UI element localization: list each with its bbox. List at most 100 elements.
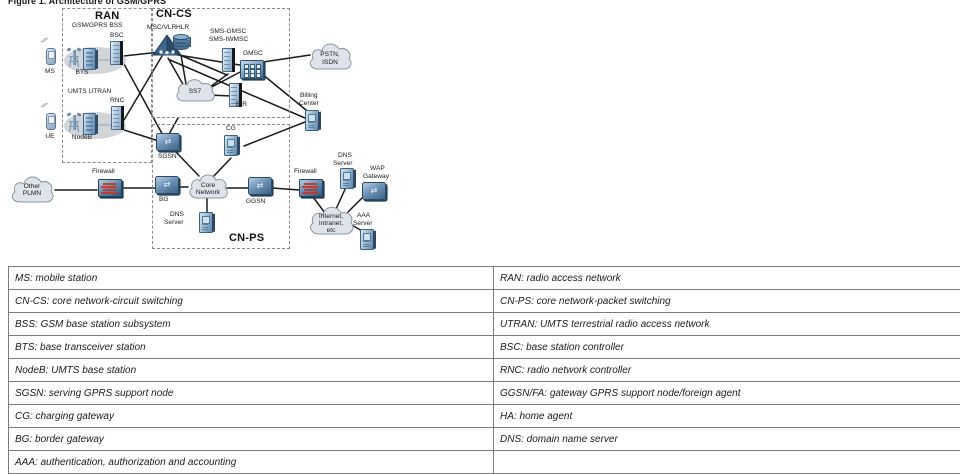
node-label-smsgmsc-line2: SMS-IWMSC xyxy=(209,36,249,43)
table-row: BG: border gateway DNS: domain name serv… xyxy=(8,427,960,451)
node-cg[interactable] xyxy=(224,135,240,156)
other-plmn-line2: PLMN xyxy=(22,190,42,197)
router-icon: ⇄ xyxy=(248,177,272,195)
router-icon: ⇄ xyxy=(155,176,179,194)
base-station-icon xyxy=(66,111,98,135)
legend-cell-right: UTRAN: UMTS terrestrial radio access net… xyxy=(493,312,960,336)
node-ms[interactable]: ∕∕ MS xyxy=(42,35,56,76)
legend-cell-left: SGSN: serving GPRS support node xyxy=(8,381,494,405)
node-internet[interactable]: Internet, Intranet, etc xyxy=(306,202,356,238)
antenna-tower-icon xyxy=(66,47,82,68)
table-row: SGSN: serving GPRS support node GGSN/FA:… xyxy=(8,381,960,405)
table-row: CN-CS: core network-circuit switching CN… xyxy=(8,289,960,313)
node-sgsn[interactable]: ⇄ xyxy=(156,133,181,152)
legend-cell-right: RNC: radio network controller xyxy=(493,358,960,382)
cloud-icon xyxy=(176,79,215,102)
table-row: MS: mobile station RAN: radio access net… xyxy=(8,266,960,290)
node-bg[interactable]: ⇄ xyxy=(155,176,180,195)
server-icon xyxy=(224,135,240,156)
node-wap-gateway[interactable]: ⇄ xyxy=(362,182,387,201)
legend-cell-left: BG: border gateway xyxy=(8,427,494,451)
legend-cell-right: RAN: radio access network xyxy=(493,266,960,290)
node-pstn-isdn[interactable]: PSTN, ISDN xyxy=(306,40,354,73)
node-label-bts: BTS xyxy=(75,69,89,76)
legend-cell-right: BSC: base station controller xyxy=(493,335,960,359)
node-label-aaa-line2: Server xyxy=(353,220,373,227)
node-label-hlr: HLR xyxy=(176,24,190,31)
table-row: BSS: GSM base station subsystem UTRAN: U… xyxy=(8,312,960,336)
legend-cell-right: GGSN/FA: gateway GPRS support node/forei… xyxy=(493,381,960,405)
node-label-bsc: BSC xyxy=(110,32,124,39)
core-line1: Core xyxy=(200,181,216,189)
node-dns-server-ps[interactable] xyxy=(199,212,215,233)
node-label-billing-line1: Billing xyxy=(300,92,318,99)
legend-cell-left: NodeB: UMTS base station xyxy=(8,358,494,382)
router-arrows-icon: ⇄ xyxy=(164,137,172,146)
node-smsgmsc[interactable] xyxy=(222,48,235,72)
node-aaa-server[interactable] xyxy=(360,229,376,250)
internet-line2: Intranet, xyxy=(318,219,344,227)
node-label-dnsext-line1: DNS xyxy=(338,152,352,159)
node-firewall-right[interactable] xyxy=(299,179,324,198)
legend-cell-left: MS: mobile station xyxy=(8,266,494,290)
node-label-wap-line1: WAP xyxy=(370,165,385,172)
node-dns-server-external[interactable] xyxy=(340,168,356,189)
legend-cell-left: CN-CS: core network-circuit switching xyxy=(8,289,494,313)
node-label-bg: BG xyxy=(159,196,169,203)
table-row: NodeB: UMTS base station RNC: radio netw… xyxy=(8,358,960,382)
legend-cell-left: BTS: base transceiver station xyxy=(8,335,494,359)
node-label-mscvlr: MSC/VLR xyxy=(147,24,177,31)
node-eir[interactable] xyxy=(229,83,242,107)
node-label-cg: CG xyxy=(226,125,236,132)
nodeb-cabinet-icon xyxy=(83,113,98,135)
switch-icon xyxy=(241,61,263,79)
node-bsc[interactable]: BSC xyxy=(110,32,124,65)
mobile-phone-icon xyxy=(46,48,56,65)
internet-line1: Internet, xyxy=(318,212,344,220)
node-billing-center[interactable] xyxy=(305,110,321,131)
node-other-plmn[interactable]: Other PLMN xyxy=(8,172,56,206)
node-firewall-left[interactable] xyxy=(98,179,123,198)
group-box-ran xyxy=(62,8,152,163)
node-ss7[interactable]: SS7 xyxy=(173,75,217,105)
legend-cell-right xyxy=(493,450,960,474)
node-ggsn[interactable]: ⇄ xyxy=(248,177,273,196)
node-ue[interactable]: ∕∕ UE xyxy=(42,100,56,141)
mobile-phone-icon xyxy=(46,113,56,130)
legend-cell-left: BSS: GSM base station subsystem xyxy=(8,312,494,336)
table-row: BTS: base transceiver station BSC: base … xyxy=(8,335,960,359)
pstn-line2: ISDN xyxy=(322,58,338,66)
node-hlr[interactable] xyxy=(173,34,191,50)
group-box-cnps xyxy=(152,124,290,249)
node-label-smsgmsc-line1: SMS-GMSC xyxy=(210,28,247,35)
node-rnc[interactable]: RNC xyxy=(110,97,124,130)
node-label-dnsps-line1: DNS xyxy=(170,211,184,218)
group-box-cncs xyxy=(152,8,290,118)
cloud-icon xyxy=(309,43,352,70)
node-label-ss7: SS7 xyxy=(188,88,202,96)
node-label-rnc: RNC xyxy=(110,97,125,104)
antenna-tower-icon xyxy=(66,112,82,133)
group-label-cncs: CN-CS xyxy=(156,8,192,20)
node-core-network[interactable]: Core Network xyxy=(186,170,230,202)
node-label-ms: MS xyxy=(45,68,55,75)
node-bts[interactable]: BTS xyxy=(66,46,98,77)
bts-cabinet-icon xyxy=(83,48,98,70)
node-label-firewall-left: Firewall xyxy=(92,168,115,175)
node-gmsc[interactable] xyxy=(240,60,264,79)
abbreviation-legend-table: MS: mobile station RAN: radio access net… xyxy=(8,266,960,474)
server-icon xyxy=(360,229,376,250)
pstn-line1: PSTN, xyxy=(320,51,340,59)
firewall-icon xyxy=(98,179,122,197)
legend-body: MS: mobile station RAN: radio access net… xyxy=(8,266,960,474)
node-label-aaa-line1: AAA xyxy=(357,212,371,219)
router-icon: ⇄ xyxy=(362,182,386,200)
cloud-icon xyxy=(11,176,54,203)
legend-cell-left: CG: charging gateway xyxy=(8,404,494,428)
label-umts-utran: UMTS UTRAN xyxy=(68,88,112,95)
label-gsm-gprs-bss: GSM/GPRS BSS xyxy=(72,22,123,29)
legend-cell-right: HA: home agent xyxy=(493,404,960,428)
node-nodeb[interactable]: NodeB xyxy=(66,111,98,142)
base-station-icon xyxy=(66,46,98,70)
